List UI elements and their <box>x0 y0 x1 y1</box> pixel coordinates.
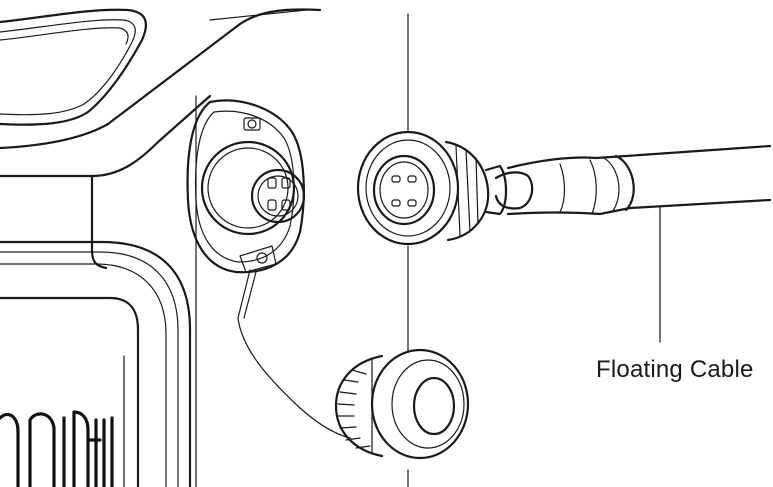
connector-cap-icon <box>334 348 470 460</box>
floating-cable <box>506 144 772 343</box>
device-housing <box>0 8 322 487</box>
waterproof-connector-icon <box>356 130 534 246</box>
device-socket <box>186 99 351 439</box>
floating-cable-label: Floating Cable <box>596 356 754 383</box>
